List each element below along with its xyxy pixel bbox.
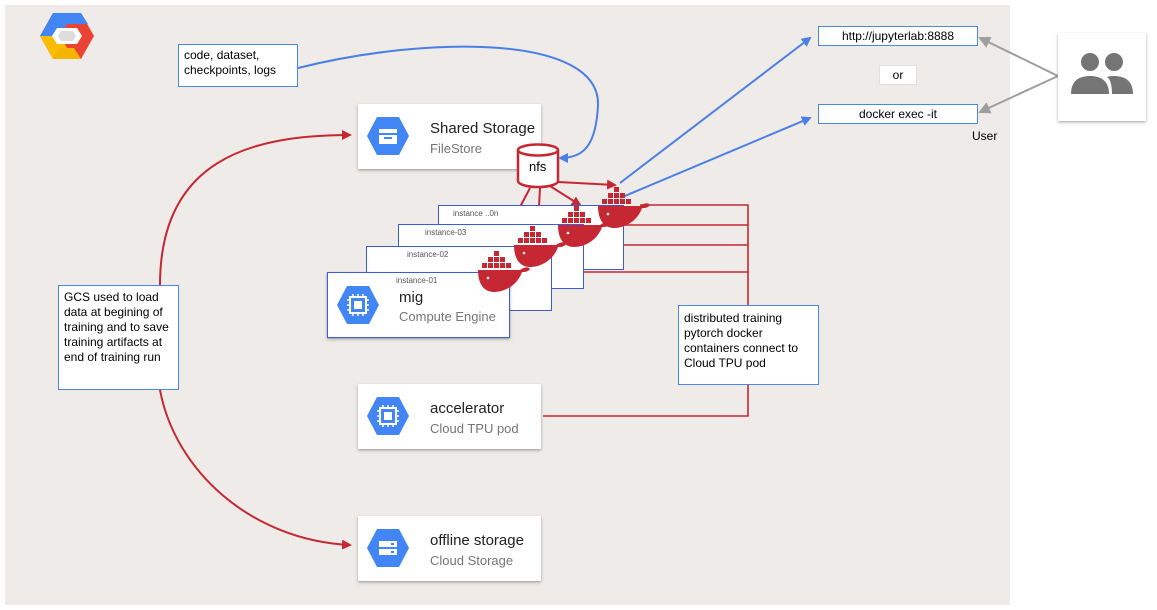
mig-title: mig (399, 289, 424, 306)
user-card[interactable] (1058, 33, 1146, 121)
arrow-container-to-docker-exec (619, 116, 812, 199)
or-label: or (879, 65, 917, 85)
docker-exec-command[interactable]: docker exec -it (818, 104, 978, 124)
accelerator-card[interactable]: accelerator Cloud TPU pod (358, 384, 541, 449)
arrow-note-to-nfs (297, 45, 600, 163)
nfs-label: nfs (529, 159, 547, 174)
instance-03-label: instance-03 (425, 228, 467, 237)
accelerator-subtitle: Cloud TPU pod (430, 421, 519, 436)
instance-01-label: instance-01 (396, 276, 438, 285)
arrow-gcs-to-offline-storage (159, 389, 352, 550)
shared-storage-title: Shared Storage (430, 120, 536, 137)
jupyterlab-url[interactable]: http://jupyterlab:8888 (818, 26, 978, 46)
cloud-tpu-icon (367, 397, 409, 435)
arrow-nfs-to-container-3 (549, 185, 582, 207)
offline-storage-card[interactable]: offline storage Cloud Storage (358, 516, 541, 581)
compute-engine-icon (337, 286, 379, 324)
instance-02-label: instance-02 (407, 250, 449, 259)
cloud-storage-icon (367, 529, 409, 567)
shared-storage-card[interactable]: Shared Storage FileStore (358, 104, 541, 169)
accelerator-title: accelerator (430, 400, 505, 417)
offline-storage-subtitle: Cloud Storage (430, 553, 514, 568)
arrow-nfs-to-container-4 (557, 179, 617, 190)
note-code-dataset: code, dataset, checkpoints, logs (178, 44, 298, 87)
shared-storage-subtitle: FileStore (430, 141, 483, 156)
filestore-icon (367, 117, 409, 155)
mig-subtitle: Compute Engine (399, 309, 496, 324)
instance-0n-label: instance ..0n (453, 209, 499, 218)
mig-card[interactable]: instance-01 mig Compute Engine (327, 272, 510, 338)
note-gcs: GCS used to load data at begining of tra… (58, 285, 179, 390)
arrow-gcs-to-shared-storage (159, 130, 352, 286)
arrow-user-to-jupyter (978, 36, 1059, 77)
nfs-cylinder-icon (516, 143, 560, 189)
offline-storage-title: offline storage (430, 532, 524, 549)
user-label: User (972, 129, 998, 143)
users-icon (1071, 53, 1133, 94)
arrow-container-to-jupyter (619, 36, 812, 184)
arrow-user-to-docker-exec (978, 75, 1059, 114)
note-distributed-training: distributed training pytorch docker cont… (678, 305, 819, 385)
google-cloud-logo (40, 13, 94, 59)
